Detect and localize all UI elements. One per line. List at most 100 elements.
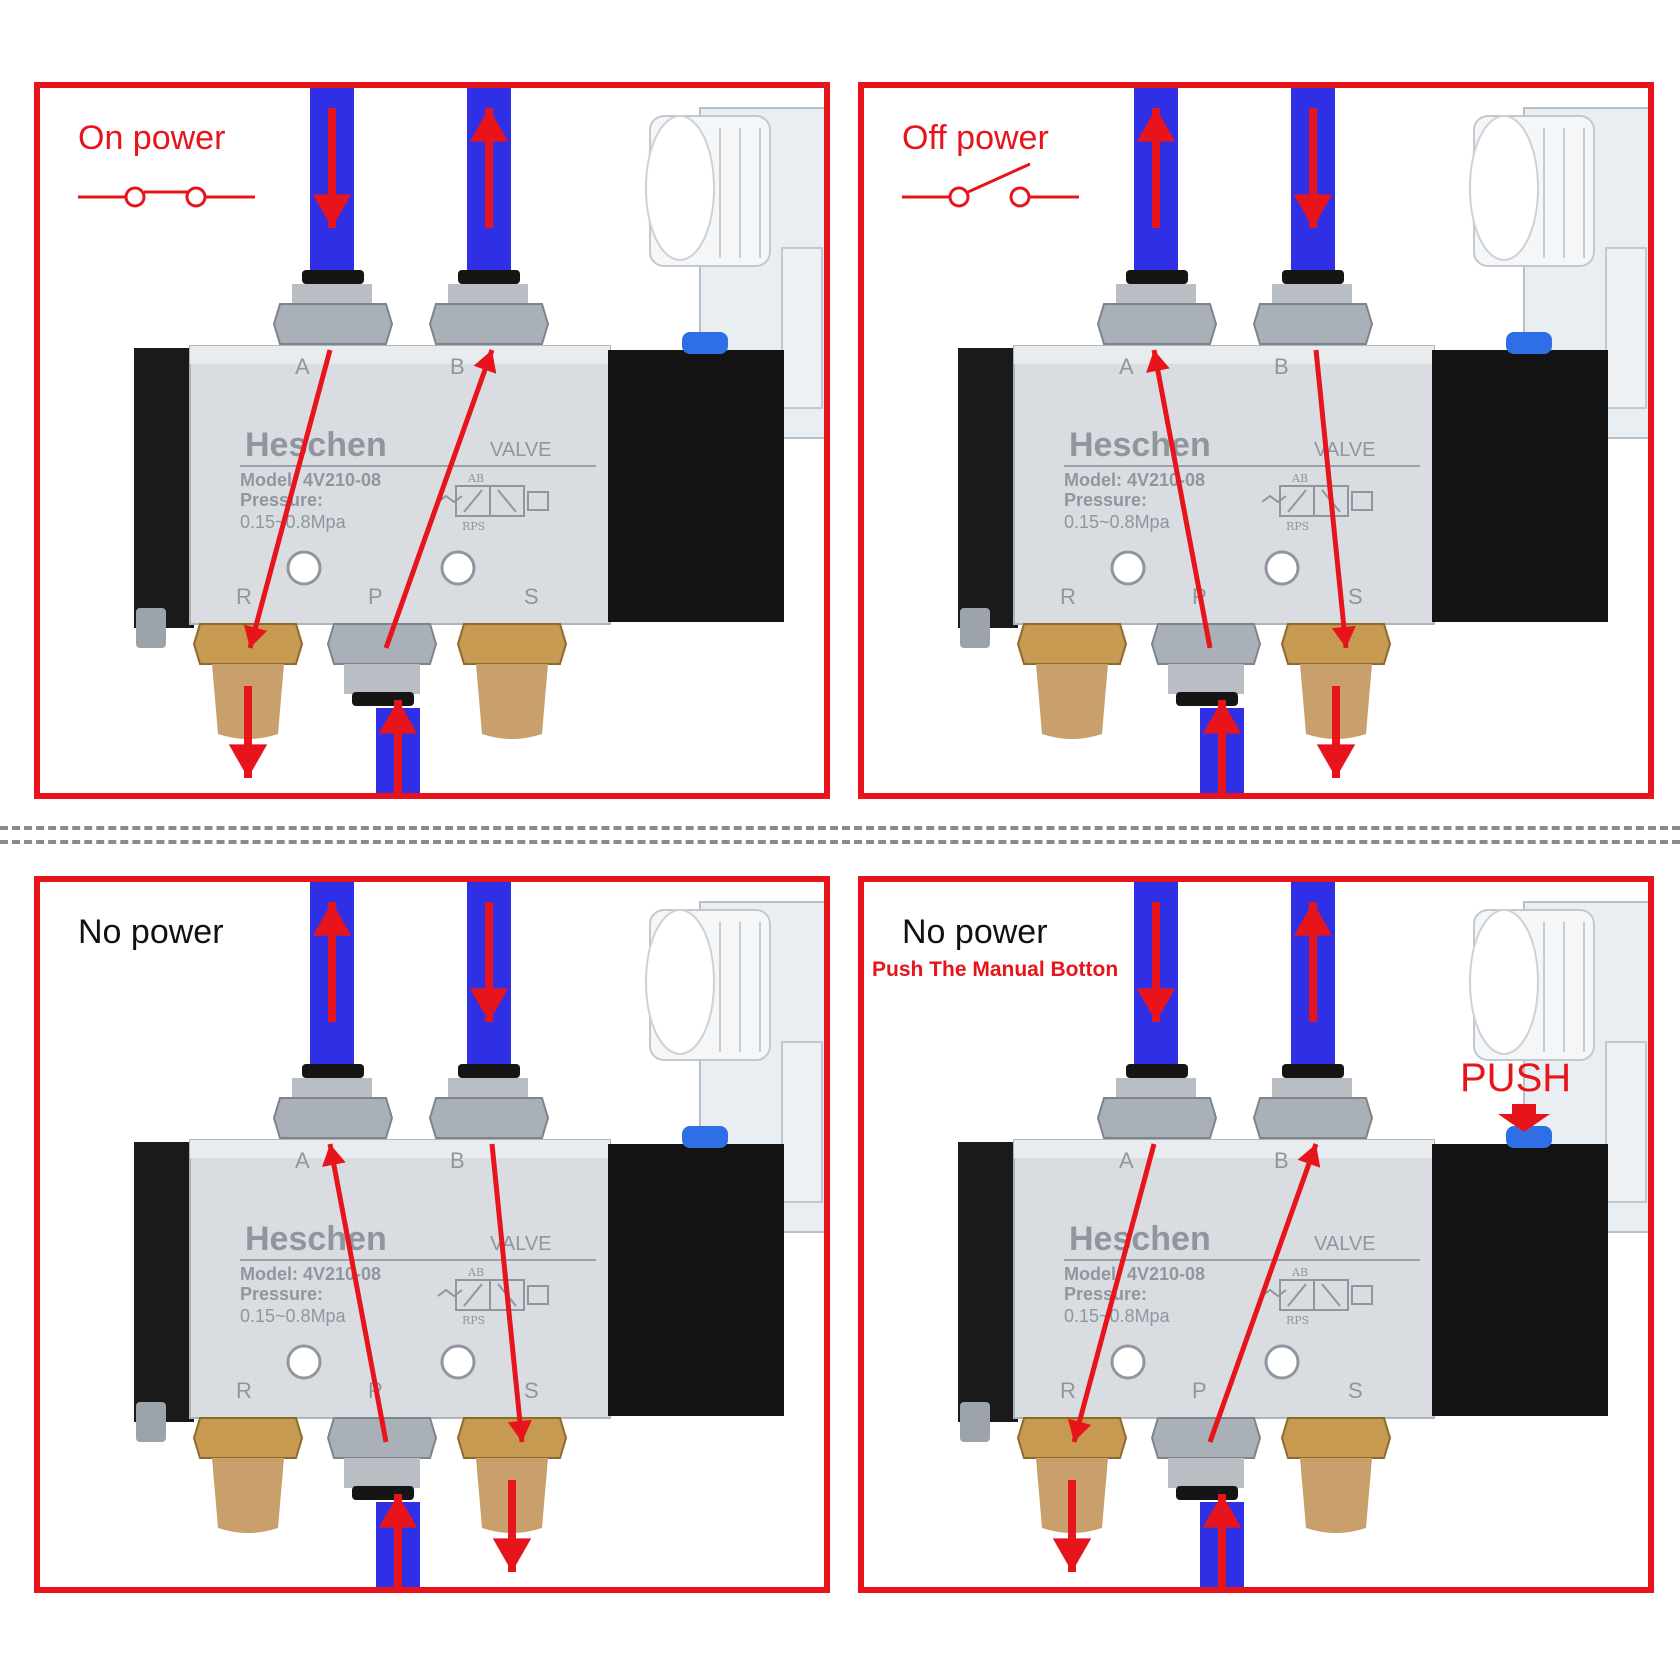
port-r-label: R (236, 584, 252, 609)
pressure-label-text: Pressure: (1064, 490, 1147, 510)
symbol-top-text: AB (1291, 1266, 1308, 1279)
symbol-bottom-text: RPS (1286, 1314, 1309, 1327)
solenoid-coil (608, 350, 784, 622)
valve-illustration: Heschen VALVE Model: 4V210-08 Pressure: … (958, 882, 1648, 1587)
mount-hole-left (1110, 1344, 1146, 1380)
pressure-range-text: 0.15~0.8Mpa (1064, 1306, 1171, 1326)
exhaust-s-flow-arrow-head (1316, 744, 1356, 778)
supply-p-flow-arrow-head (1202, 1494, 1242, 1528)
port-a-label: A (295, 354, 310, 379)
exhaust-r-flow-arrow-head (1052, 1538, 1092, 1572)
tube-a-flow-arrow-head (312, 194, 352, 228)
manual-note-label: Push The Manual Botton (872, 958, 1119, 981)
valve-type-text: VALVE (490, 439, 552, 461)
switch-symbol-icon (902, 162, 1079, 208)
silencer-r (1016, 623, 1128, 739)
model-text: Model: 4V210-08 (1064, 470, 1205, 490)
tube-b-flow-arrow-head (1293, 902, 1333, 936)
brand-text: Heschen (1069, 426, 1211, 464)
coil-connector (645, 901, 824, 1233)
port-s-label: S (524, 584, 539, 609)
internal-path-p-b (383, 349, 495, 649)
mount-hole-right (1264, 1344, 1300, 1380)
symbol-top-text: AB (1291, 472, 1308, 485)
internal-path-p-b (1207, 1143, 1319, 1443)
internal-path-a-r-head (243, 624, 268, 648)
port-b-label: B (1274, 1148, 1289, 1173)
brand-text: Heschen (245, 426, 387, 464)
internal-path-a-r (1071, 1143, 1157, 1443)
divider-line (0, 826, 1680, 830)
valve-symbol-icon (437, 485, 549, 517)
mount-hole-right (440, 1344, 476, 1380)
internal-path-b-s-head (507, 1419, 532, 1442)
valve-symbol-icon (437, 1279, 549, 1311)
port-r-label: R (1060, 584, 1076, 609)
symbol-bottom-text: RPS (462, 520, 485, 533)
port-b-label: B (1274, 354, 1289, 379)
symbol-top-text: AB (467, 472, 484, 485)
fitting-b (428, 270, 550, 345)
panel-on-power: Heschen VALVE Model: 4V210-08 Pressure: … (34, 82, 830, 799)
fitting-b (1252, 270, 1374, 345)
silencer-r (192, 1417, 304, 1533)
port-a-label: A (1119, 1148, 1134, 1173)
power-state-label: No power (78, 913, 224, 951)
internal-path-a-r-head (1067, 1418, 1092, 1442)
valve-body (1013, 1139, 1435, 1419)
internal-path-p-a (1151, 349, 1213, 649)
port-r-label: R (1060, 1378, 1076, 1403)
manual-button (682, 1126, 728, 1148)
end-cap (134, 348, 194, 628)
valve-body (1013, 345, 1435, 625)
fitting-a (272, 1064, 394, 1139)
tube-b-flow-arrow-head (1293, 194, 1333, 228)
exhaust-s-flow-arrow-head (492, 1538, 532, 1572)
internal-path-b-s-head (1331, 625, 1356, 648)
mount-hole-right (440, 550, 476, 586)
pressure-range-text: 0.15~0.8Mpa (240, 512, 347, 532)
panel-no-power-manual: Heschen VALVE Model: 4V210-08 Pressure: … (858, 876, 1654, 1593)
internal-path-b-s (1313, 349, 1349, 649)
supply-p-flow-arrow-head (378, 700, 418, 734)
flow-arrows (312, 902, 532, 1587)
valve-illustration: Heschen VALVE Model: 4V210-08 Pressure: … (902, 88, 1648, 793)
symbol-bottom-text: RPS (1286, 520, 1309, 533)
internal-path-b-s (489, 1143, 525, 1443)
valve-type-text: VALVE (1314, 439, 1376, 461)
model-text: Model: 4V210-08 (240, 470, 381, 490)
port-a-label: A (1119, 354, 1134, 379)
fitting-p (1150, 1417, 1262, 1500)
tube-a-flow-arrow-head (312, 902, 352, 936)
manual-button (1506, 332, 1552, 354)
port-a-label: A (295, 1148, 310, 1173)
power-state-label: No power (902, 913, 1048, 951)
internal-path-p-a-head (1146, 350, 1170, 373)
internal-path-p-a (327, 1143, 389, 1443)
mount-hole-left (1110, 550, 1146, 586)
fitting-b (1252, 1064, 1374, 1139)
silencer-s (456, 623, 568, 739)
power-state-label: On power (78, 119, 226, 157)
silencer-s (1280, 1417, 1392, 1533)
valve-illustration: Heschen VALVE Model: 4V210-08 Pressure: … (78, 88, 824, 793)
valve-body (189, 1139, 611, 1419)
model-text: Model: 4V210-08 (1064, 1264, 1205, 1284)
port-r-label: R (236, 1378, 252, 1403)
flow-arrows (1136, 108, 1356, 793)
manual-button (682, 332, 728, 354)
exhaust-r-flow-arrow-head (228, 744, 268, 778)
tube-a-flow-arrow-head (1136, 108, 1176, 142)
end-cap (958, 348, 1018, 628)
solenoid-coil (1432, 350, 1608, 622)
port-p-label: P (368, 584, 383, 609)
mount-hole-left (286, 550, 322, 586)
valve-type-text: VALVE (1314, 1233, 1376, 1255)
panel-off-power: Heschen VALVE Model: 4V210-08 Pressure: … (858, 82, 1654, 799)
internal-path-a-r (247, 349, 333, 649)
push-arrow-icon (1498, 1104, 1550, 1132)
fitting-a (1096, 1064, 1218, 1139)
fitting-p (326, 623, 438, 706)
valve-symbol-icon (1261, 485, 1373, 517)
port-s-label: S (524, 1378, 539, 1403)
